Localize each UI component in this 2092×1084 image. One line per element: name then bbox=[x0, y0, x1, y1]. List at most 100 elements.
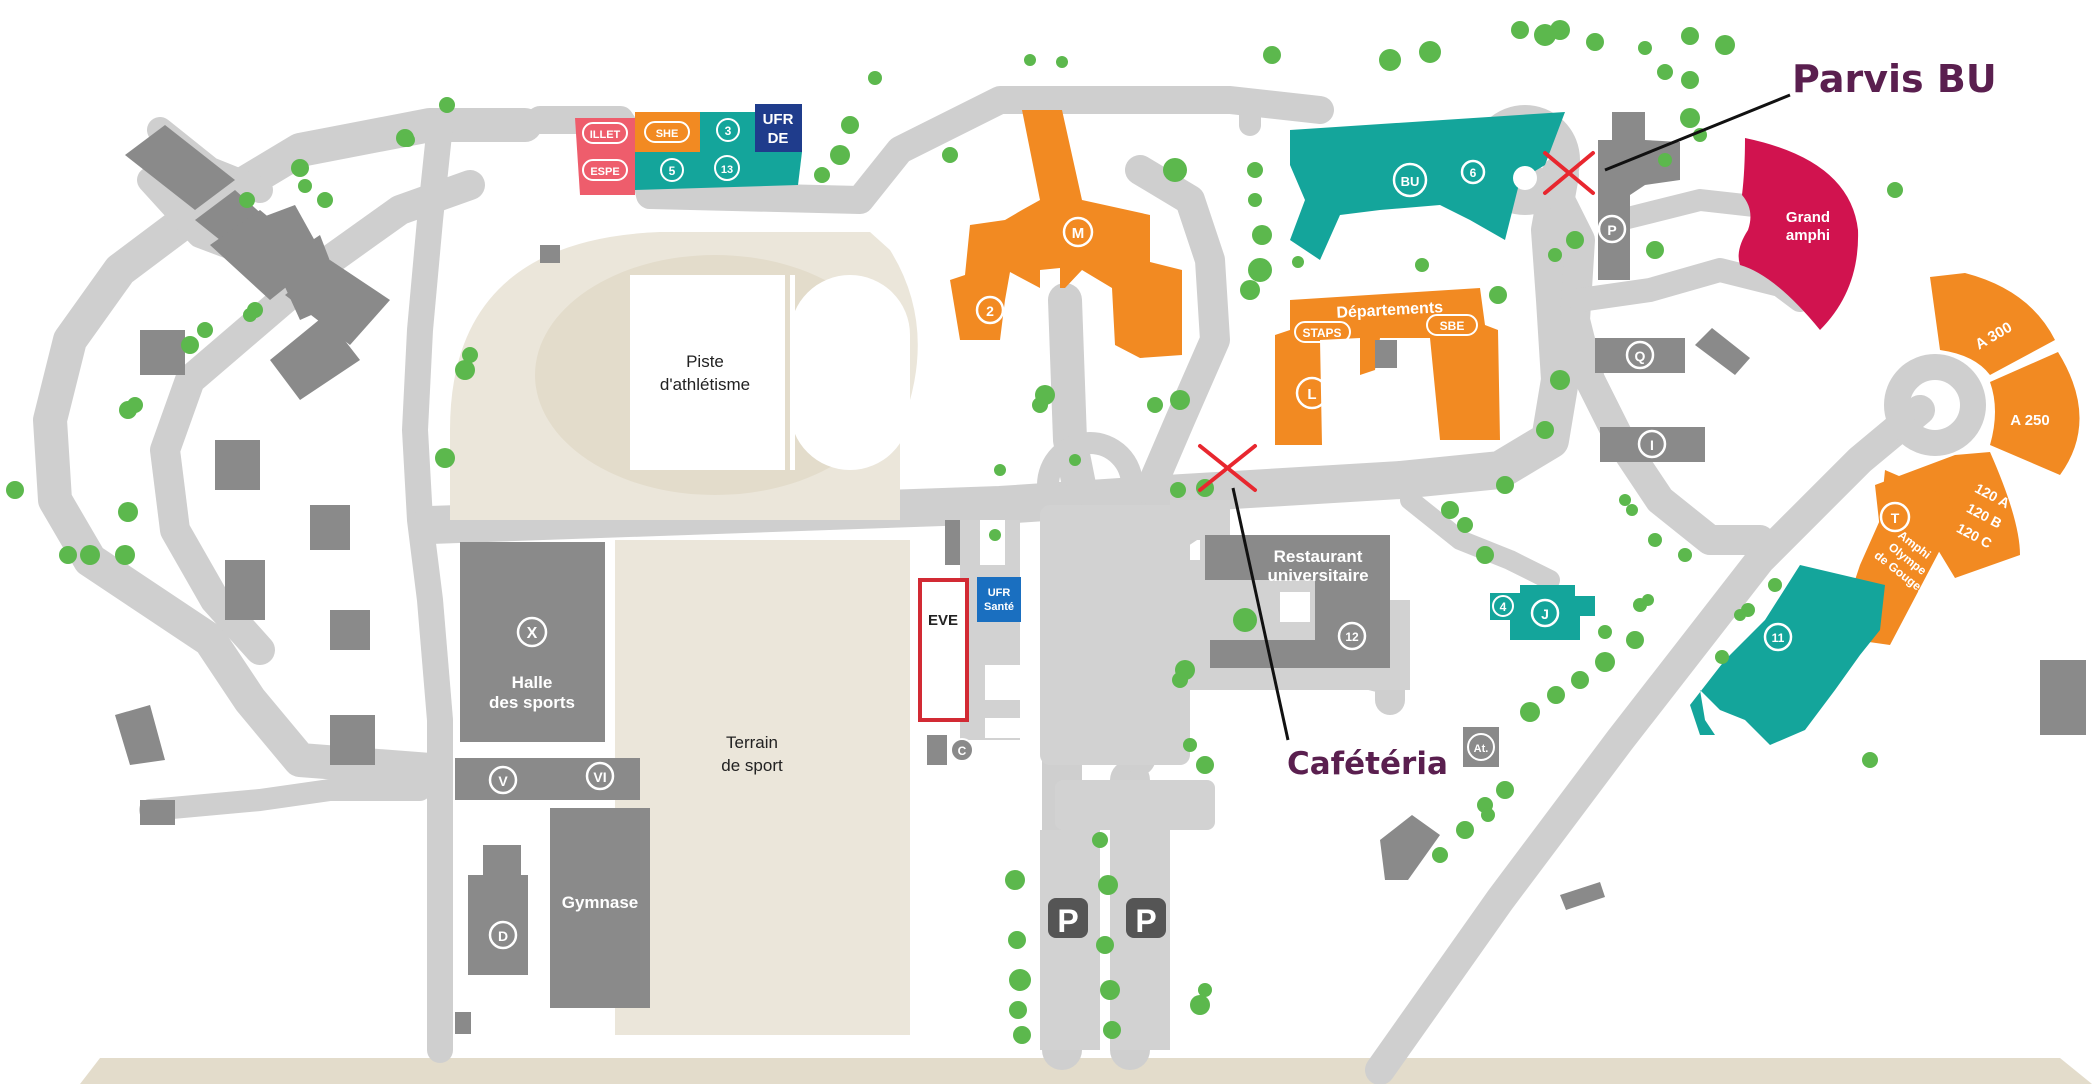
svg-text:6: 6 bbox=[1470, 166, 1477, 180]
illet-badge: ILLET bbox=[582, 122, 628, 144]
cafeteria-marker-cross bbox=[1198, 444, 1257, 492]
grey-east-2 bbox=[1560, 882, 1605, 910]
svg-text:SHE: SHE bbox=[656, 128, 679, 140]
marker-v: V bbox=[488, 765, 518, 795]
bu-small-circle bbox=[1513, 166, 1537, 190]
espe-badge: ESPE bbox=[582, 159, 628, 181]
she-badge: SHE bbox=[644, 121, 690, 143]
marker-p: P bbox=[1597, 214, 1627, 244]
marker-5: 5 bbox=[660, 158, 684, 182]
ufr-sante-label-2: Santé bbox=[984, 601, 1014, 613]
marker-4: 4 bbox=[1492, 595, 1514, 617]
svg-text:SBE: SBE bbox=[1440, 319, 1465, 333]
trees bbox=[6, 20, 1903, 1044]
svg-text:C: C bbox=[958, 744, 967, 758]
white-pad-2 bbox=[985, 665, 1025, 700]
marker-c: C bbox=[950, 738, 974, 762]
marker-l: L bbox=[1295, 376, 1329, 410]
terrain-label-2: de sport bbox=[721, 756, 783, 775]
parvis-bu-label: Parvis BU bbox=[1792, 57, 1997, 101]
small-grey-2 bbox=[927, 735, 947, 765]
building-bu bbox=[1290, 112, 1565, 260]
svg-text:5: 5 bbox=[669, 164, 676, 178]
svg-text:T: T bbox=[1891, 510, 1900, 526]
halle-label-2: des sports bbox=[489, 693, 575, 712]
svg-text:4: 4 bbox=[1500, 600, 1507, 614]
building-q-annex bbox=[1695, 328, 1750, 375]
eve-label: EVE bbox=[928, 612, 958, 629]
marker-d: D bbox=[488, 920, 518, 950]
svg-text:13: 13 bbox=[721, 164, 733, 176]
sbe-badge: SBE bbox=[1426, 314, 1478, 336]
grand-amphi-label-1: Grand bbox=[1786, 209, 1830, 226]
parvis-marker-cross bbox=[1543, 151, 1595, 195]
svg-text:ESPE: ESPE bbox=[590, 166, 619, 178]
gymnase-label: Gymnase bbox=[562, 893, 639, 912]
departements-grey-notch bbox=[1375, 340, 1397, 368]
a250-label: A 250 bbox=[2010, 412, 2049, 429]
building-m bbox=[950, 110, 1182, 358]
svg-text:X: X bbox=[527, 625, 538, 642]
svg-text:12: 12 bbox=[1345, 630, 1359, 644]
marker-at: At. bbox=[1467, 733, 1495, 761]
svg-text:ILLET: ILLET bbox=[590, 129, 621, 141]
bottom-sand-strip bbox=[80, 1058, 2092, 1084]
gymnase bbox=[550, 808, 650, 1008]
west-buildings bbox=[115, 125, 560, 825]
terrain-label-1: Terrain bbox=[726, 733, 778, 752]
ufr-sante-label-1: UFR bbox=[988, 587, 1011, 599]
building-11 bbox=[1690, 565, 1885, 745]
small-block bbox=[455, 1012, 471, 1034]
marker-i: I bbox=[1637, 429, 1667, 459]
grand-amphi-label-2: amphi bbox=[1786, 227, 1830, 244]
svg-text:At.: At. bbox=[1474, 743, 1489, 755]
cafeteria-leader-line bbox=[1231, 487, 1290, 741]
piste-label-1: Piste bbox=[686, 352, 724, 371]
marker-13: 13 bbox=[714, 155, 740, 181]
resto-label-1: Restaurant bbox=[1274, 547, 1363, 566]
svg-text:Q: Q bbox=[1635, 348, 1646, 364]
svg-text:VI: VI bbox=[593, 769, 606, 785]
resto-white-square bbox=[1280, 592, 1310, 622]
marker-j: J bbox=[1530, 598, 1560, 628]
svg-text:P: P bbox=[1057, 903, 1078, 939]
parking-sign-left: P bbox=[1048, 898, 1088, 939]
svg-text:3: 3 bbox=[725, 124, 732, 138]
marker-12: 12 bbox=[1337, 621, 1367, 651]
halle-des-sports bbox=[460, 542, 605, 742]
ufr-sante-building bbox=[977, 577, 1021, 622]
parking-sign-right: P bbox=[1126, 898, 1166, 939]
building-departements bbox=[1275, 288, 1500, 445]
svg-text:P: P bbox=[1135, 903, 1156, 939]
marker-3: 3 bbox=[716, 118, 740, 142]
svg-text:I: I bbox=[1650, 437, 1654, 453]
svg-text:J: J bbox=[1541, 606, 1549, 622]
building-v-vi bbox=[455, 758, 640, 800]
marker-11: 11 bbox=[1763, 622, 1793, 652]
parvis-leader-line bbox=[1604, 93, 1791, 172]
marker-m: M bbox=[1062, 216, 1094, 248]
grey-east-1 bbox=[1380, 815, 1440, 880]
grand-amphi bbox=[1738, 138, 1859, 330]
svg-text:M: M bbox=[1072, 225, 1085, 242]
marker-q: Q bbox=[1625, 340, 1655, 370]
marker-bu: BU bbox=[1392, 162, 1428, 198]
marker-x: X bbox=[516, 616, 548, 648]
eve-building bbox=[918, 578, 969, 722]
ufr-de-label-1: UFR bbox=[763, 111, 794, 128]
svg-text:P: P bbox=[1607, 222, 1616, 238]
departements-label: Départements bbox=[1336, 299, 1444, 322]
white-pad-3 bbox=[985, 718, 1025, 738]
marker-6: 6 bbox=[1460, 159, 1486, 185]
marker-2: 2 bbox=[975, 295, 1005, 325]
building-d-top bbox=[483, 845, 521, 875]
resto-label-2: universitaire bbox=[1267, 566, 1368, 585]
svg-text:2: 2 bbox=[986, 303, 994, 319]
svg-text:D: D bbox=[498, 928, 508, 944]
staps-badge: STAPS bbox=[1294, 321, 1351, 343]
halle-label-1: Halle bbox=[512, 673, 553, 692]
building-j bbox=[1490, 585, 1595, 640]
piste-label-2: d'athlétisme bbox=[660, 375, 750, 394]
small-grey-1 bbox=[945, 520, 960, 565]
